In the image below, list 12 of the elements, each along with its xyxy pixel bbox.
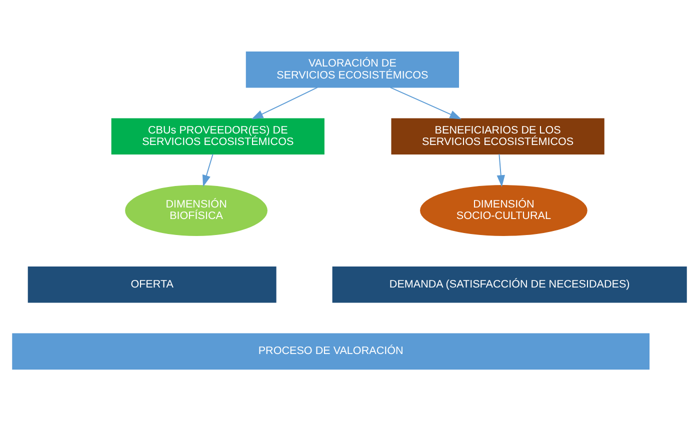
node-box: CBUs PROVEEDOR(ES) DE SERVICIOS ECOSISTÉMICOS [111, 118, 324, 155]
node-ellipse: DIMENSIÓN BIOFÍSICA [125, 185, 268, 236]
node-box: DEMANDA (SATISFACCIÓN DE NECESIDADES) [332, 266, 687, 303]
node-ellipse: DIMENSIÓN SOCIO-CULTURAL [420, 185, 588, 236]
node-box: VALORACIÓN DE SERVICIOS ECOSISTÉMICOS [246, 51, 459, 88]
node-box: PROCESO DE VALORACIÓN [12, 333, 650, 370]
node-box: OFERTA [28, 266, 276, 303]
arrow [202, 154, 214, 187]
arrow [496, 154, 506, 187]
arrow [390, 86, 462, 120]
arrow [251, 86, 318, 120]
node-box: BENEFICIARIOS DE LOS SERVICIOS ECOSISTÉMICOS [391, 118, 604, 155]
